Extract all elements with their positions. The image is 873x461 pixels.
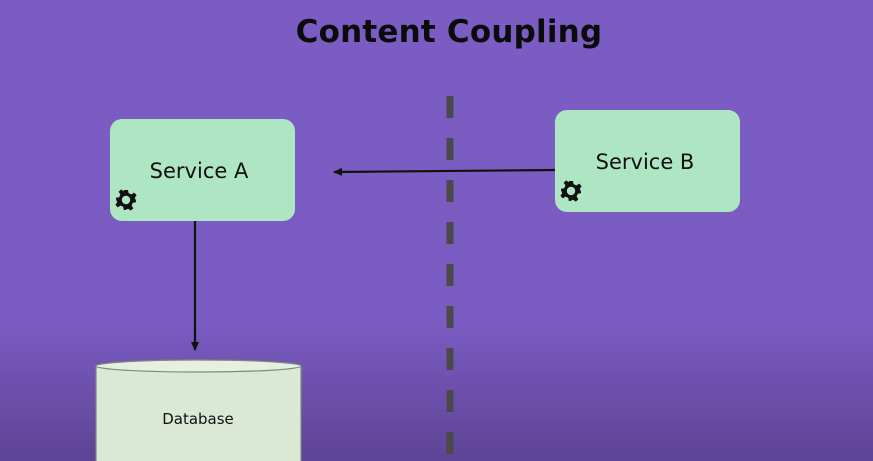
gear-icon [560,180,582,202]
database-node: Database [95,359,302,461]
service-b-node: Service B [555,110,740,212]
arrow-service-b-to-service-a [333,167,556,176]
service-a-node: Service A [110,119,295,221]
diagram-title: Content Coupling [295,14,603,50]
service-a-label: Service A [150,159,249,183]
service-b-label: Service B [596,150,695,174]
database-label: Database [162,410,234,428]
gear-icon [115,189,137,211]
service-a-box [110,119,295,221]
database-top [95,359,302,373]
service-b-box [555,110,740,212]
